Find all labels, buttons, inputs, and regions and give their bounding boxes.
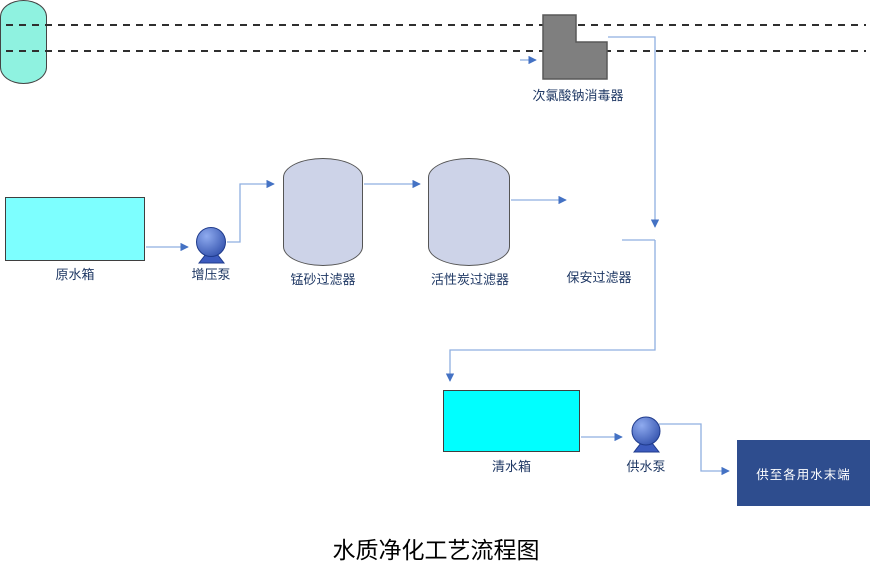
clean-water-tank-shape	[443, 390, 580, 452]
security-filter-shape	[0, 0, 866, 84]
pipe-junction-to-clean-tank	[445, 240, 656, 382]
security-filter-dash	[6, 24, 866, 26]
activated-carbon-filter-label: 活性炭过滤器	[430, 272, 509, 287]
activated-carbon-filter-shape	[428, 158, 510, 266]
supply-pump-icon	[631, 416, 661, 453]
disinfector-label: 次氯酸钠消毒器	[532, 88, 624, 103]
endpoint-box: 供至各用水末端	[737, 440, 870, 506]
pipe-disinfector-to-junction	[608, 36, 660, 228]
raw-water-tank-label: 原水箱	[55, 267, 95, 282]
booster-pump-icon	[196, 227, 226, 264]
raw-water-tank-shape	[5, 197, 145, 261]
supply-pump-label: 供水泵	[626, 459, 666, 474]
manganese-sand-filter-label: 锰砂过滤器	[290, 272, 356, 287]
clean-water-tank-label: 清水箱	[491, 459, 531, 474]
pipe-booster-pump-to-manganese-filter	[227, 179, 275, 243]
security-filter-label: 保安过滤器	[566, 270, 632, 285]
manganese-sand-filter-shape	[283, 158, 363, 266]
security-filter-dash	[6, 50, 866, 52]
diagram-title: 水质净化工艺流程图	[332, 538, 540, 563]
booster-pump-label: 增压泵	[191, 267, 231, 282]
endpoint-label: 供至各用水末端	[756, 467, 851, 482]
pipe-supply-pump-to-endpoint	[659, 423, 730, 476]
disinfector-shape	[542, 14, 608, 80]
